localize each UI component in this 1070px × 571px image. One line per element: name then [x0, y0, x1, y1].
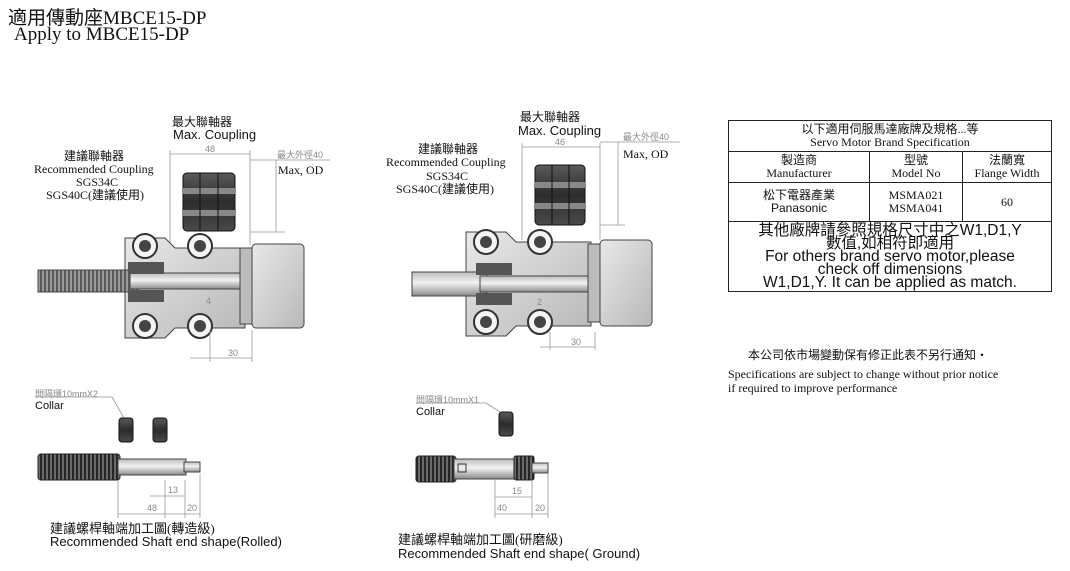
left-rec-coupling-cn: 建議聯軸器	[64, 149, 125, 163]
footer-en-2: if required to improve performance	[728, 381, 898, 395]
left-assembly-drawing	[37, 150, 330, 362]
col-model-cn: 型號	[903, 153, 928, 167]
left-shaft-caption-en: Recommended Shaft end shape(Rolled)	[50, 534, 282, 549]
mid-shaft-dim-c: 20	[535, 503, 546, 513]
mid-dim-bottom: 30	[571, 337, 582, 347]
left-model-2: SGS40C(建議使用)	[46, 188, 145, 202]
note-cn-1: 其他廠牌請參照規格尺寸中之W1,D1,Y	[758, 222, 1022, 239]
mid-dim-width: 46	[555, 137, 566, 147]
mid-max-od-en: Max, OD	[623, 147, 669, 161]
mid-max-coupling-en: Max. Coupling	[518, 123, 602, 138]
note-en-3: W1,D1,Y. It can be applied as match.	[763, 274, 1017, 291]
note-cn-2: 數值,如相符即適用	[825, 235, 955, 252]
left-shaft-dim-a: 13	[168, 485, 179, 495]
left-collar-icon	[118, 417, 168, 443]
note-en-1: For others brand servo motor,please	[765, 248, 1015, 265]
mid-max-od-cn: 最大外徑40	[623, 132, 670, 142]
row-maker-cn: 松下電器產業	[762, 188, 835, 202]
spec-data-row: 松下電器產業 Panasonic MSMA021 MSMA041 60	[728, 182, 1052, 222]
col-manufacturer-cn: 製造商	[780, 153, 817, 167]
mid-collar-cn: 間隔環10mmX1	[416, 395, 480, 405]
mid-rec-coupling-en: Recommended Coupling	[386, 155, 506, 169]
mid-shaft-dim-a: 15	[512, 486, 523, 496]
row-model-1: MSMA021	[888, 188, 944, 202]
title-cn: 適用傳動座MBCE15-DP	[8, 8, 207, 29]
left-shaft-drawing	[35, 396, 201, 518]
title-en: Apply to MBCE15-DP	[14, 24, 190, 45]
mid-collar-icon	[498, 411, 514, 437]
left-model-1: SGS34C	[76, 175, 119, 189]
spec-table: 以下適用伺服馬達廠牌及規格...等 Servo Motor Brand Spec…	[728, 120, 1052, 292]
mid-dim-small: 2	[537, 297, 543, 307]
mid-rec-coupling-cn: 建議聯軸器	[418, 142, 479, 156]
left-collar-cn: 間隔環10mmX2	[35, 389, 99, 399]
left-collar-en: Collar	[35, 400, 64, 412]
mid-max-coupling-cn: 最大聯軸器	[520, 110, 581, 124]
spec-note-row: 其他廠牌請參照規格尺寸中之W1,D1,Y 數值,如相符即適用 For other…	[728, 221, 1052, 292]
mid-collar-en: Collar	[416, 406, 445, 418]
mid-coupling-icon	[534, 164, 586, 226]
mid-shaft-caption-en: Recommended Shaft end shape( Ground)	[398, 546, 641, 561]
col-manufacturer-en: Manufacturer	[766, 166, 832, 180]
col-model-en: Model No	[891, 166, 941, 180]
note-en-2: check off dimensions	[817, 261, 963, 278]
mid-shaft-dim-b: 40	[497, 503, 508, 513]
left-max-od-en: Max, OD	[278, 163, 324, 177]
left-dim-small: 4	[206, 296, 212, 306]
left-dim-bottom: 30	[228, 348, 239, 358]
col-flange-en: Flange Width	[974, 166, 1040, 180]
row-model-2: MSMA041	[888, 201, 944, 215]
left-max-coupling-en: Max. Coupling	[173, 127, 257, 142]
left-rec-coupling-en: Recommended Coupling	[34, 162, 154, 176]
footer-en-1: Specifications are subject to change wit…	[728, 367, 999, 381]
row-flange: 60	[962, 182, 1052, 222]
spec-heading-cn: 以下適用伺服馬達廠牌及規格...等	[801, 122, 979, 136]
mid-shaft-caption-cn: 建議螺桿軸端加工圖(研磨級)	[398, 532, 563, 547]
left-max-coupling-cn: 最大聯軸器	[172, 115, 233, 129]
left-max-od-cn: 最大外徑40	[277, 150, 324, 160]
spec-header-row: 製造商 Manufacturer 型號 Model No 法蘭寬 Flange …	[728, 151, 1052, 183]
col-flange-cn: 法蘭寬	[988, 153, 1025, 167]
left-shaft-dim-c: 20	[187, 503, 198, 513]
footer-cn: 本公司依市場變動保有修正此表不另行通知・	[748, 348, 989, 362]
spec-heading-row: 以下適用伺服馬達廠牌及規格...等 Servo Motor Brand Spec…	[728, 120, 1052, 152]
mid-assembly-drawing	[411, 141, 680, 350]
spec-heading-en: Servo Motor Brand Specification	[810, 135, 970, 149]
left-dim-width: 48	[205, 144, 216, 154]
left-coupling-icon	[182, 172, 236, 232]
mid-model-2: SGS40C(建議使用)	[396, 182, 495, 196]
mid-shaft-drawing	[415, 402, 549, 518]
left-shaft-caption-cn: 建議螺桿軸端加工圖(轉造級)	[50, 521, 215, 536]
mid-motor-icon	[587, 239, 653, 327]
row-maker-en: Panasonic	[770, 201, 828, 215]
left-motor-icon	[239, 243, 305, 329]
left-shaft-dim-b: 48	[147, 503, 158, 513]
mid-model-1: SGS34C	[426, 169, 469, 183]
